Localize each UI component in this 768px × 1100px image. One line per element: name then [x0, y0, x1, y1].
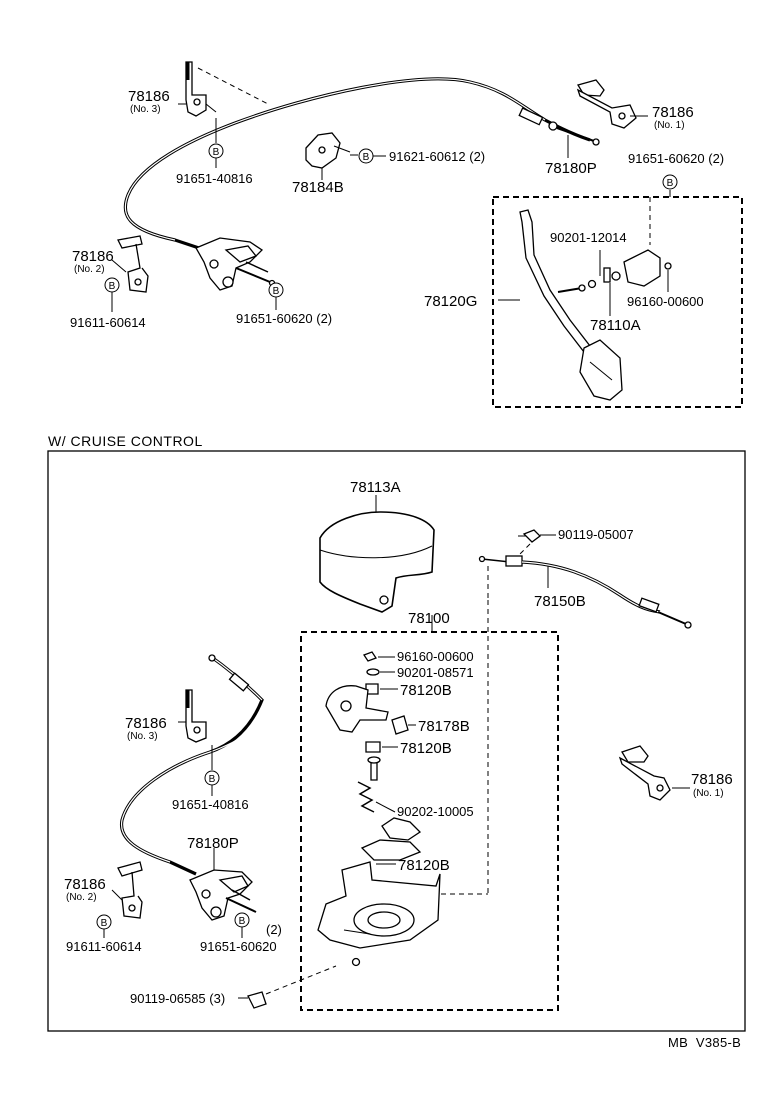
- label-90119-05007: 90119-05007: [558, 527, 634, 542]
- bracket-78186-no3: [178, 61, 217, 117]
- throttle-linkage-cruise: [189, 869, 257, 921]
- label-90201-08571: 90201-08571: [397, 665, 474, 680]
- actuator-cover-78113A: [319, 511, 435, 613]
- label-91611-60614-cruise: 91611-60614: [66, 939, 142, 954]
- bracket-78186-no1-cruise: [618, 745, 671, 801]
- label-78120G: 78120G: [424, 293, 477, 310]
- cruise-cable-78150B: [478, 555, 692, 629]
- label-91651-60620-b: 91651-60620 (2): [236, 311, 332, 326]
- actuator-assembly-group-box: [300, 631, 559, 1011]
- label-78186-no2-sub: (No. 2): [74, 264, 105, 275]
- label-78186-no1-cruise: 78186: [691, 771, 733, 788]
- label-78120B-1: 78120B: [400, 682, 452, 699]
- svg-text:B: B: [213, 147, 220, 158]
- bolt-marker-icon: B: [208, 143, 224, 159]
- label-96160-00600: 96160-00600: [397, 649, 474, 664]
- label-78186-no1: 78186: [652, 104, 694, 121]
- actuator-bracket: [317, 839, 441, 967]
- svg-text:B: B: [273, 286, 280, 297]
- label-90201-12014: 90201-12014: [550, 230, 627, 245]
- svg-text:B: B: [109, 281, 116, 292]
- label-78186-no3-cruise-sub: (No. 3): [127, 731, 158, 742]
- label-91611-60614: 91611-60614: [70, 315, 146, 330]
- clamp-78184B: [305, 132, 351, 169]
- bolt-marker-icon: B: [358, 148, 374, 164]
- label-78186-no2-cruise-sub: (No. 2): [66, 892, 97, 903]
- pedal-bracket-78110A: [587, 249, 672, 289]
- label-96160-00600: 96160-00600: [627, 294, 704, 309]
- bolt-marker-icon: B: [96, 914, 112, 930]
- label-78110A: 78110A: [590, 317, 641, 334]
- bracket-78186-no2-cruise: [117, 861, 143, 919]
- bolt-marker-icon: B: [662, 174, 678, 190]
- label-78186-no3-cruise: 78186: [125, 715, 167, 732]
- label-90119-06585: 90119-06585 (3): [130, 991, 225, 1006]
- label-78186-no1-cruise-sub: (No. 1): [693, 788, 724, 799]
- label-91651-60620-cruise-qty: (2): [266, 922, 282, 937]
- svg-text:B: B: [209, 774, 216, 785]
- figure-code: MB V385-B: [668, 1035, 741, 1050]
- label-78180P: 78180P: [545, 160, 597, 177]
- label-78186-no3-sub: (No. 3): [130, 104, 161, 115]
- label-91651-40816-cruise: 91651-40816: [172, 797, 249, 812]
- accelerator-pedal-78120G: [519, 209, 623, 401]
- bolt-marker-icon: B: [204, 770, 220, 786]
- throttle-linkage: [195, 237, 276, 291]
- label-91651-60620-cruise: 91651-60620: [200, 939, 277, 954]
- top-accelerator-diagram: B B B: [70, 61, 743, 408]
- bracket-78186-no1: [576, 79, 637, 129]
- label-78120B-3: 78120B: [398, 857, 450, 874]
- bracket-78186-no3-cruise: [185, 689, 207, 743]
- label-78186-no1-sub: (No. 1): [654, 120, 685, 131]
- bolt-marker-icon: B: [104, 277, 120, 293]
- accelerator-cable-78180P: [234, 77, 591, 142]
- label-78150B: 78150B: [534, 593, 586, 610]
- bolt-marker-icon: B: [234, 912, 250, 928]
- section-title: W/ CRUISE CONTROL: [48, 433, 203, 449]
- label-91651-60620-a: 91651-60620 (2): [628, 151, 724, 166]
- pedal-assembly-group-box: [492, 196, 743, 408]
- label-78120B-2: 78120B: [400, 740, 452, 757]
- label-78186-no3: 78186: [128, 88, 170, 105]
- label-78180P-cruise: 78180P: [187, 835, 239, 852]
- label-91651-40816: 91651-40816: [176, 171, 253, 186]
- bolt-marker-icon: B: [268, 282, 284, 298]
- label-78186-no2-cruise: 78186: [64, 876, 106, 893]
- cruise-control-diagram: B B B: [64, 479, 733, 1011]
- label-91621-60612: 91621-60612 (2): [389, 149, 485, 164]
- label-78100: 78100: [408, 610, 450, 627]
- svg-text:B: B: [239, 916, 246, 927]
- bracket-78186-no2: [117, 235, 149, 293]
- label-78184B: 78184B: [292, 179, 344, 196]
- cruise-control-frame: [47, 450, 746, 1032]
- label-78113A: 78113A: [350, 479, 401, 496]
- actuator-pulley: [325, 685, 389, 733]
- svg-text:B: B: [667, 178, 674, 189]
- svg-text:B: B: [363, 152, 370, 163]
- label-78186-no2: 78186: [72, 248, 114, 265]
- label-90202-10005: 90202-10005: [397, 804, 474, 819]
- svg-text:B: B: [101, 918, 108, 929]
- label-78178B: 78178B: [418, 718, 470, 735]
